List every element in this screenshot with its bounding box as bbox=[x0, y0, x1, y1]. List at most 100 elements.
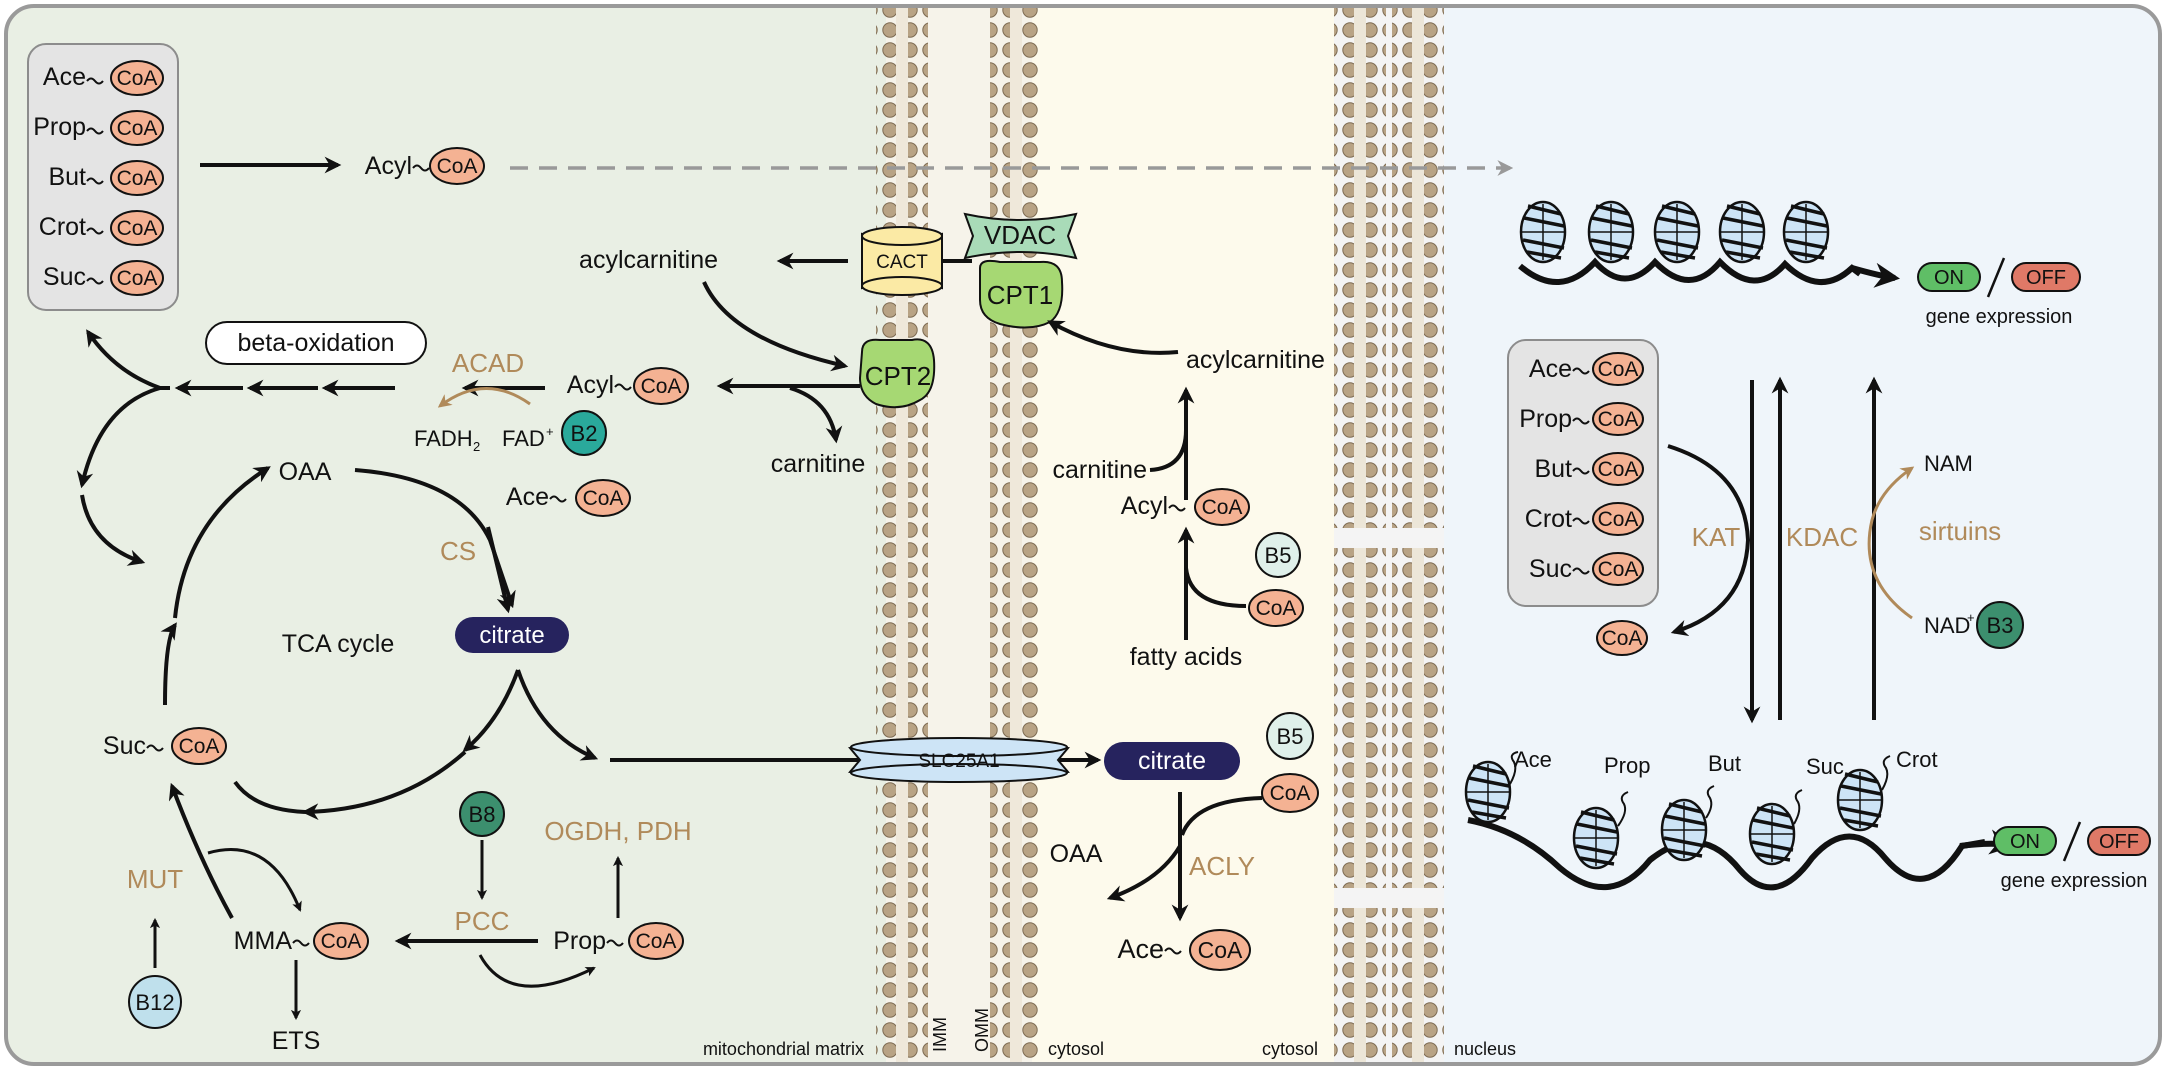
svg-text:OFF: OFF bbox=[2099, 831, 2139, 853]
svg-text:Suc: Suc bbox=[43, 263, 86, 291]
arrow-beta-ox-to-tca bbox=[76, 386, 161, 489]
acyl-coa-top: Acyl CoA bbox=[365, 147, 485, 185]
svg-text:CoA: CoA bbox=[117, 267, 158, 290]
svg-text:CACT: CACT bbox=[876, 252, 928, 273]
arrow-mma-to-suc bbox=[168, 782, 234, 919]
nam-label: NAM bbox=[1924, 451, 1973, 476]
svg-text:Acyl: Acyl bbox=[365, 152, 412, 180]
carnitine-matrix: carnitine bbox=[771, 450, 866, 478]
nad-label: NAD + bbox=[1924, 610, 1975, 638]
svg-text:CoA: CoA bbox=[636, 930, 677, 953]
citrate-matrix: citrate bbox=[455, 617, 569, 653]
svg-text:citrate: citrate bbox=[479, 622, 544, 649]
fatty-acids-label: fatty acids bbox=[1130, 643, 1243, 671]
enzyme-ogdh-pdh: OGDH, PDH bbox=[544, 816, 691, 846]
svg-text:Ace: Ace bbox=[506, 483, 549, 511]
svg-text:CoA: CoA bbox=[179, 735, 220, 758]
svg-text:OFF: OFF bbox=[2026, 267, 2066, 289]
svg-text:NAD: NAD bbox=[1924, 613, 1970, 638]
oaa-cytosol: OAA bbox=[1050, 840, 1103, 868]
tca-cycle-label: TCA cycle bbox=[282, 630, 395, 658]
imm-membrane bbox=[876, 8, 928, 1062]
nucleus-acyl-list: Ace CoA Prop CoA But CoA Crot CoA Suc bbox=[1519, 352, 1644, 586]
gene-expression-top: ON OFF gene expression bbox=[1917, 257, 2081, 328]
svg-text:Crot: Crot bbox=[39, 213, 86, 241]
svg-text:CoA: CoA bbox=[1602, 627, 1643, 650]
svg-text:B5: B5 bbox=[1277, 724, 1304, 749]
vitamin-b12: B12 bbox=[128, 975, 182, 1029]
svg-text:Prop: Prop bbox=[1519, 405, 1572, 433]
fad-label: FAD + bbox=[502, 424, 554, 451]
svg-text:Acyl: Acyl bbox=[1121, 492, 1168, 520]
svg-text:But: But bbox=[1534, 455, 1572, 483]
vitamin-b2: B2 bbox=[561, 410, 607, 456]
ace-coa-matrix: Ace CoA bbox=[506, 479, 631, 517]
fadh2-label: FADH 2 bbox=[414, 426, 480, 454]
coa-released-nucleus: CoA bbox=[1596, 620, 1648, 656]
arrow-kat-curve bbox=[1667, 444, 1751, 637]
matrix-acyl-item-but: But CoA bbox=[48, 160, 164, 196]
svg-text:B2: B2 bbox=[571, 421, 598, 446]
off-pill-bottom bbox=[2087, 826, 2151, 856]
enzyme-kat: KAT bbox=[1692, 522, 1741, 552]
svg-text:2: 2 bbox=[473, 439, 480, 454]
svg-text:CoA: CoA bbox=[1598, 508, 1639, 531]
svg-text:CoA: CoA bbox=[437, 155, 478, 178]
svg-text:CoA: CoA bbox=[1202, 496, 1243, 519]
svg-text:gene expression: gene expression bbox=[1926, 306, 2073, 328]
vdac-transporter: VDAC bbox=[963, 212, 1078, 260]
beta-oxidation-label: beta-oxidation bbox=[237, 329, 394, 357]
vitamin-b5-bottom: B5 bbox=[1266, 712, 1314, 760]
svg-text:Ace: Ace bbox=[43, 63, 86, 91]
matrix-acyl-item-ace: Ace CoA bbox=[43, 60, 164, 96]
arrow-fad-to-fadh2 bbox=[437, 387, 531, 408]
acylcarnitine-cytosol: acylcarnitine bbox=[1186, 346, 1325, 374]
histone-mark-but: But bbox=[1708, 751, 1741, 776]
histone-mark-prop: Prop bbox=[1604, 753, 1650, 778]
citrate-cytosol: citrate bbox=[1104, 742, 1240, 780]
matrix-acyl-item-suc: Suc CoA bbox=[43, 260, 164, 296]
matrix-acyl-item-prop: Prop CoA bbox=[33, 110, 164, 146]
gene-expression-bottom: ON OFF gene expression bbox=[1993, 821, 2151, 892]
svg-text:CoA: CoA bbox=[321, 930, 362, 953]
suc-coa-matrix: Suc CoA bbox=[103, 727, 227, 765]
nucleosome-top-5 bbox=[1782, 200, 1830, 264]
enzyme-mut: MUT bbox=[127, 864, 183, 894]
histone-mark-crot: Crot bbox=[1896, 747, 1938, 772]
nucleosome-top-1 bbox=[1519, 200, 1567, 264]
cpt2-transporter: CPT2 bbox=[858, 338, 936, 409]
chromatin-bottom bbox=[1464, 751, 2015, 891]
label-omm: OMM bbox=[972, 1008, 992, 1052]
prop-coa-matrix: Prop CoA bbox=[553, 922, 684, 960]
svg-text:Ace: Ace bbox=[1529, 355, 1572, 383]
arrow-beta-ox-to-pool bbox=[86, 329, 161, 390]
chromatin-top bbox=[1518, 200, 1900, 288]
label-imm: IMM bbox=[930, 1017, 950, 1052]
nucleosome-top-4 bbox=[1718, 200, 1766, 264]
svg-text:CoA: CoA bbox=[641, 375, 682, 398]
svg-text:CoA: CoA bbox=[1256, 597, 1297, 620]
mma-coa: MMA CoA bbox=[234, 922, 369, 960]
nucleus-acyl-item-crot: Crot CoA bbox=[1525, 502, 1644, 536]
svg-text:But: But bbox=[48, 163, 86, 191]
coa-acly-input: CoA bbox=[1261, 773, 1319, 813]
nucleosome-bottom-2 bbox=[1572, 806, 1620, 870]
cpt1-transporter: CPT1 bbox=[979, 259, 1064, 329]
arrow-pcc-curve bbox=[478, 954, 596, 988]
svg-text:CoA: CoA bbox=[1198, 937, 1243, 963]
on-pill-bottom bbox=[1993, 826, 2057, 856]
matrix-acyl-list: Ace CoA Prop CoA But CoA Crot CoA Suc bbox=[33, 60, 164, 296]
enzyme-sirtuins: sirtuins bbox=[1919, 516, 2001, 546]
coa-cytosol-free: CoA bbox=[1248, 589, 1304, 627]
arrow-acylcarnitine-to-cpt2 bbox=[702, 281, 849, 372]
matrix-acyl-item-crot: Crot CoA bbox=[39, 210, 164, 246]
coa-join-curve bbox=[1184, 567, 1247, 608]
arrow-into-tca bbox=[80, 494, 146, 566]
oaa-matrix: OAA bbox=[279, 458, 332, 486]
cact-transporter: CACT bbox=[861, 226, 943, 296]
nucleosome-bottom-5 bbox=[1836, 768, 1884, 832]
svg-text:citrate: citrate bbox=[1138, 747, 1206, 775]
svg-text:CoA: CoA bbox=[1598, 408, 1639, 431]
slc25a1-transporter: SLC25A1 bbox=[848, 737, 1070, 783]
